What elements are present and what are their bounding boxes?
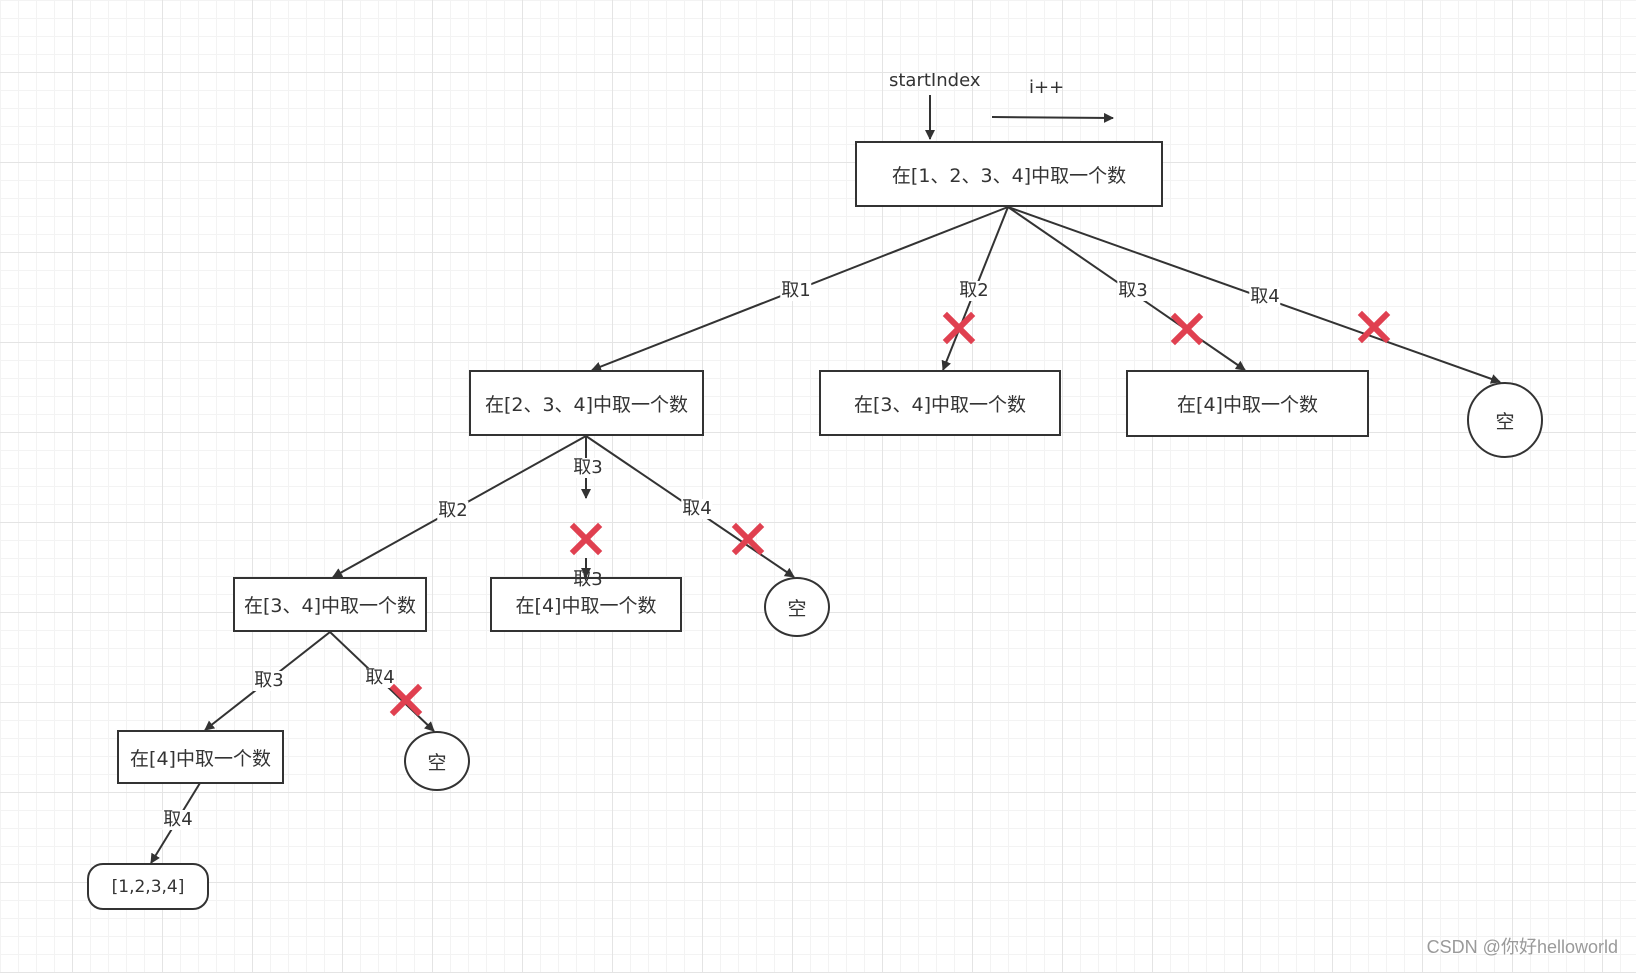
root-node: 在[1、2、3、4]中取一个数 [855, 141, 1163, 207]
edge-label-l3-take4: 取4 [162, 809, 194, 830]
startindex-label: startIndex [889, 70, 981, 91]
pruned-x-icon [939, 308, 979, 348]
level2-node-b: 在[4]中取一个数 [490, 577, 682, 632]
pruned-x-icon [1167, 309, 1207, 349]
pruned-x-icon [728, 519, 768, 559]
pruned-x-icon [386, 680, 426, 720]
increment-arrow [991, 112, 1114, 123]
level1-node-c: 在[4]中取一个数 [1126, 370, 1369, 437]
level1-node-b: 在[3、4]中取一个数 [819, 370, 1061, 436]
leaf-result-node: [1,2,3,4] [87, 863, 209, 910]
edge-label-l2-take3: 取3 [253, 670, 285, 691]
level1-node-a: 在[2、3、4]中取一个数 [469, 370, 704, 436]
pruned-x-icon [566, 519, 606, 559]
pruned-x-icon [1354, 307, 1394, 347]
edge-label-root-take1: 取1 [780, 280, 812, 301]
increment-label: i++ [1029, 77, 1065, 98]
edge-label-root-take2: 取2 [958, 280, 990, 301]
edge-label-l1-take4: 取4 [681, 498, 713, 519]
edge-label-l1-take3-dup: 取3 [573, 569, 603, 590]
watermark: CSDN @你好helloworld [1426, 937, 1618, 957]
level2-node-a: 在[3、4]中取一个数 [233, 577, 427, 632]
edge-label-root-take3: 取3 [1117, 280, 1149, 301]
level3-empty-node: 空 [404, 731, 470, 791]
level1-empty-node: 空 [1467, 382, 1543, 458]
edge-label-l1-take2: 取2 [437, 500, 469, 521]
edge-label-l1-take3: 取3 [572, 457, 604, 478]
level2-empty-node: 空 [764, 577, 830, 637]
edge-label-root-take4: 取4 [1249, 286, 1281, 307]
level3-node-a: 在[4]中取一个数 [117, 730, 284, 784]
